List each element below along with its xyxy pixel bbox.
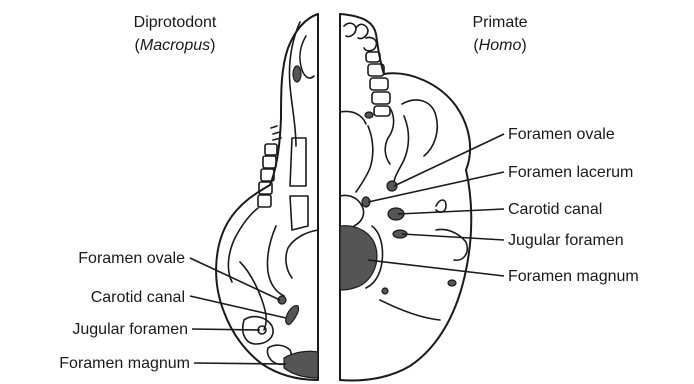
homo-nuchal-line xyxy=(380,300,440,320)
homo-basioccipital xyxy=(340,195,364,226)
label-homo-foramen-ovale: Foramen ovale xyxy=(508,126,615,143)
label-macropus-foramen-magnum: Foramen magnum xyxy=(59,355,190,372)
label-macropus-carotid-canal: Carotid canal xyxy=(91,289,185,306)
label-homo-jugular-foramen: Jugular foramen xyxy=(508,232,624,249)
leader-macropus-foramen-magnum xyxy=(194,363,286,364)
label-macropus-foramen-ovale: Foramen ovale xyxy=(78,250,185,267)
right-title-group: Primate xyxy=(472,14,527,31)
macropus-pterygoid xyxy=(267,226,284,296)
leader-macropus-carotid-canal xyxy=(190,296,286,318)
homo-pterygoid xyxy=(356,126,373,192)
leader-macropus-jugular-foramen xyxy=(192,329,260,330)
macropus-basisphenoid xyxy=(286,230,318,278)
right-title-genus: Homo xyxy=(479,37,522,54)
label-homo-carotid-canal: Carotid canal xyxy=(508,201,602,218)
macropus-foramen-magnum xyxy=(284,351,318,378)
macropus-half-skull xyxy=(216,14,318,380)
homo-mastoid-foramen xyxy=(448,280,456,286)
homo-palate xyxy=(340,112,366,125)
macropus-tooth-row xyxy=(258,126,281,207)
homo-outline xyxy=(340,14,471,380)
homo-labels: Foramen ovale Foramen lacerum Carotid ca… xyxy=(368,126,639,285)
homo-foramen-magnum xyxy=(340,226,377,290)
homo-infratemporal xyxy=(394,116,409,188)
macropus-labels: Foramen ovale Carotid canal Jugular fora… xyxy=(59,250,286,372)
label-macropus-jugular-foramen: Jugular foramen xyxy=(72,321,188,338)
leader-homo-foramen-ovale xyxy=(394,134,504,186)
leader-homo-foramen-magnum xyxy=(368,260,504,276)
macropus-outline xyxy=(216,14,318,380)
macropus-carotid-canal xyxy=(286,306,299,325)
leader-macropus-foramen-ovale xyxy=(190,258,280,300)
macropus-palatal-opening-1 xyxy=(290,138,306,186)
left-title-group: Diprotodont xyxy=(134,14,217,31)
homo-half-skull xyxy=(340,14,471,380)
macropus-incisive-foramen xyxy=(293,66,301,82)
homo-mastoid xyxy=(436,230,467,261)
homo-condylar-foramen xyxy=(382,288,388,294)
leader-homo-carotid-canal xyxy=(398,209,504,214)
macropus-zygomatic-arch xyxy=(228,208,258,282)
label-homo-foramen-lacerum: Foramen lacerum xyxy=(508,164,633,181)
leader-homo-jugular-foramen xyxy=(402,234,504,240)
left-title-genus: Macropus xyxy=(140,37,210,54)
right-title-genus-line: (Homo) xyxy=(473,37,526,54)
homo-styloid xyxy=(436,200,446,212)
macropus-palatal-opening-2 xyxy=(290,196,308,230)
label-homo-foramen-magnum: Foramen magnum xyxy=(508,268,639,285)
left-title-genus-line: (Macropus) xyxy=(135,37,216,54)
homo-palatine-foramen xyxy=(365,112,373,118)
macropus-premaxilla xyxy=(300,36,314,78)
